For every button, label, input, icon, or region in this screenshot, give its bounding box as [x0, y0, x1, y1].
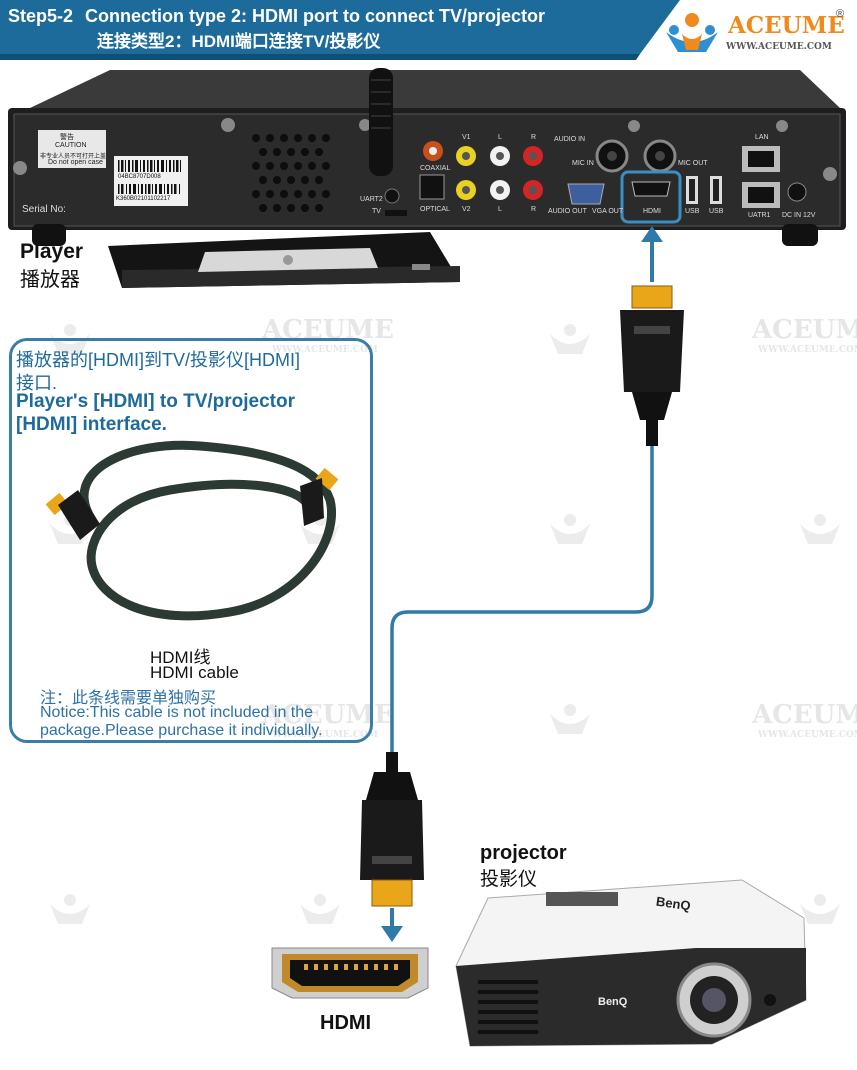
port-mic-in: MIC IN [572, 160, 594, 167]
port-mic-out: MIC OUT [678, 160, 708, 167]
port-lan: LAN [755, 134, 769, 141]
port-audio-out: AUDIO OUT [548, 208, 587, 215]
notice-cn: 注：此条线需要单独购买 [40, 690, 217, 707]
port-coaxial: COAXIAL [420, 165, 451, 172]
watermark-url: WWW.ACEUME.COM [758, 730, 857, 740]
cable-label-en: HDMI cable [150, 663, 239, 682]
serial-label: Serial No: [22, 204, 66, 215]
warning-line: 非专业人员不可打开上盖 [40, 154, 107, 160]
watermark-url: WWW.ACEUME.COM [272, 730, 378, 740]
logo-brand: ACEUME [728, 12, 845, 39]
port-uatr1: UATR1 [748, 212, 771, 219]
port-r-top: R [531, 134, 537, 141]
info-box-en-line2: [HDMI] interface. [16, 414, 167, 435]
port-r-bottom: R [531, 206, 537, 213]
info-box [9, 338, 373, 743]
projector-label-en: projector [480, 842, 567, 864]
header-banner: Step5-2 Connection type 2: HDMI port to c… [0, 0, 857, 62]
aceume-logo: ACEUME ® WWW.ACEUME.COM [662, 8, 852, 58]
info-box-cn-line1: 播放器的[HDMI]到TV/投影仪[HDMI] [16, 350, 300, 370]
warning-caution: CAUTION [55, 142, 87, 149]
port-usb-1: USB [685, 208, 700, 215]
watermark-url: WWW.ACEUME.COM [272, 345, 378, 355]
projector-brand-front: BenQ [598, 996, 628, 1008]
info-box-en-line1: Player's [HDMI] to TV/projector [16, 391, 296, 412]
watermark-text: ACEUME [752, 315, 857, 345]
port-tv: TV [372, 208, 381, 215]
warning-cn: 警告 [60, 134, 74, 141]
title-en-text: Connection type 2: HDMI port to connect … [85, 6, 546, 26]
port-optical: OPTICAL [420, 206, 450, 213]
watermark-text: ACEUME [752, 700, 857, 730]
hdmi-port-label: HDMI [320, 1012, 372, 1034]
barcode-2: K360B02101102217 [116, 196, 171, 202]
port-l-top: L [498, 134, 502, 141]
logo-url: WWW.ACEUME.COM [726, 42, 832, 52]
header-background [0, 0, 680, 60]
port-dc: DC IN 12V [782, 212, 816, 219]
header-title-cn: 连接类型2：HDMI端口连接TV/投影仪 [97, 32, 381, 51]
player-label-cn: 播放器 [20, 269, 80, 291]
port-audio-in: AUDIO IN [554, 136, 586, 143]
port-v1: V1 [462, 134, 471, 141]
port-v2: V2 [462, 206, 471, 213]
logo-figure-icon [666, 13, 718, 52]
logo-registered: ® [836, 8, 845, 20]
warning-do-not-open: Do not open case [48, 159, 103, 166]
notice-en-line2: package.Please purchase it individually. [40, 722, 323, 739]
cable-label-cn: HDMI线 [150, 648, 211, 667]
step-label: Step5-2 [8, 6, 74, 26]
port-l-bottom: L [498, 206, 502, 213]
port-hdmi: HDMI [643, 208, 661, 215]
info-box-cn-line2: 接口. [16, 373, 58, 393]
port-usb-2: USB [709, 208, 724, 215]
watermark-url: WWW.ACEUME.COM [758, 345, 857, 355]
player-label-en: Player [20, 240, 84, 263]
header-title-en: Step5-2 Connection type 2: HDMI port to c… [8, 6, 545, 27]
port-uart2: UART2 [360, 196, 383, 203]
projector-label-cn: 投影仪 [480, 869, 538, 890]
notice-en-line1: Notice:This cable is not included in the [40, 704, 314, 721]
barcode-1: 04BC8707D008 [118, 174, 161, 180]
port-vga-out: VGA OUT [592, 208, 624, 215]
